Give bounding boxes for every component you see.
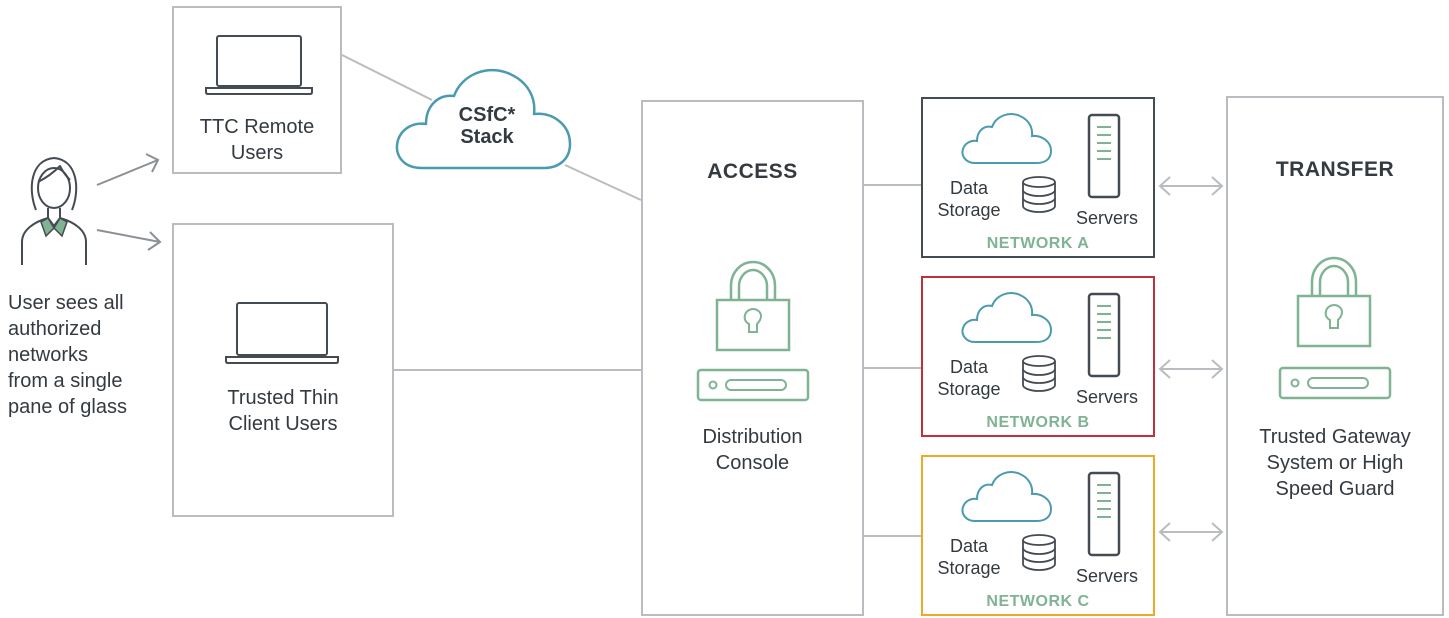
collar-right <box>53 216 68 238</box>
laptop-icon <box>205 35 313 95</box>
remote-to-cloud-line <box>341 54 433 101</box>
user-caption: User sees all authorized networks from a… <box>8 292 127 418</box>
network-c-servers-label: Servers <box>1075 566 1138 586</box>
console-device-icon <box>1278 366 1392 400</box>
server-tower-icon <box>1087 292 1121 378</box>
user-to-remote-arrow <box>96 153 160 186</box>
database-icon <box>1022 534 1056 571</box>
network-a-box: Data Storage Servers NETWORK A <box>921 97 1155 258</box>
user-to-thin-arrow <box>96 229 162 251</box>
double-arrow-icon <box>1158 176 1224 196</box>
network-b-label: NETWORK B <box>986 414 1090 431</box>
remote-users-box: TTC Remote Users <box>172 6 342 174</box>
database-icon <box>1022 176 1056 213</box>
double-arrow-icon <box>1158 359 1224 379</box>
network-c-label: NETWORK C <box>986 593 1090 610</box>
transfer-title: TRANSFER <box>1275 158 1395 181</box>
remote-users-label: TTC Remote Users <box>199 116 315 164</box>
network-a-storage-label: Data Storage <box>937 178 1001 220</box>
access-title: ACCESS <box>707 160 798 183</box>
collar-left <box>40 216 55 238</box>
access-caption: Distribution Console <box>702 426 803 474</box>
padlock-icon <box>715 260 791 352</box>
transfer-caption: Trusted Gateway System or High Speed Gua… <box>1259 426 1411 500</box>
cloud-icon <box>961 471 1053 522</box>
thin-client-users-box: Trusted Thin Client Users <box>172 223 394 517</box>
network-b-box: Data Storage Servers NETWORK B <box>921 276 1155 437</box>
cloud-icon <box>395 68 572 170</box>
transfer-box: TRANSFER Trusted Gateway System or High … <box>1226 96 1444 616</box>
network-b-servers-label: Servers <box>1075 387 1138 407</box>
cloud-icon <box>961 292 1053 343</box>
thin-client-users-label: Trusted Thin Client Users <box>227 387 339 435</box>
database-icon <box>1022 355 1056 392</box>
laptop-icon <box>225 302 339 364</box>
console-device-icon <box>696 368 810 402</box>
double-arrow-icon <box>1158 522 1224 542</box>
padlock-icon <box>1296 256 1372 348</box>
network-a-servers-label: Servers <box>1075 208 1138 228</box>
cloud-to-access-line <box>564 164 642 201</box>
user-icon <box>21 157 87 265</box>
server-tower-icon <box>1087 471 1121 557</box>
cloud-icon <box>961 113 1053 164</box>
access-box: ACCESS Distribution Console <box>641 100 864 616</box>
network-a-label: NETWORK A <box>986 235 1090 252</box>
cloud-label: CSfC* Stack <box>458 104 516 148</box>
network-c-box: Data Storage Servers NETWORK C <box>921 455 1155 616</box>
network-b-storage-label: Data Storage <box>937 357 1001 399</box>
server-tower-icon <box>1087 113 1121 199</box>
network-c-storage-label: Data Storage <box>937 536 1001 578</box>
